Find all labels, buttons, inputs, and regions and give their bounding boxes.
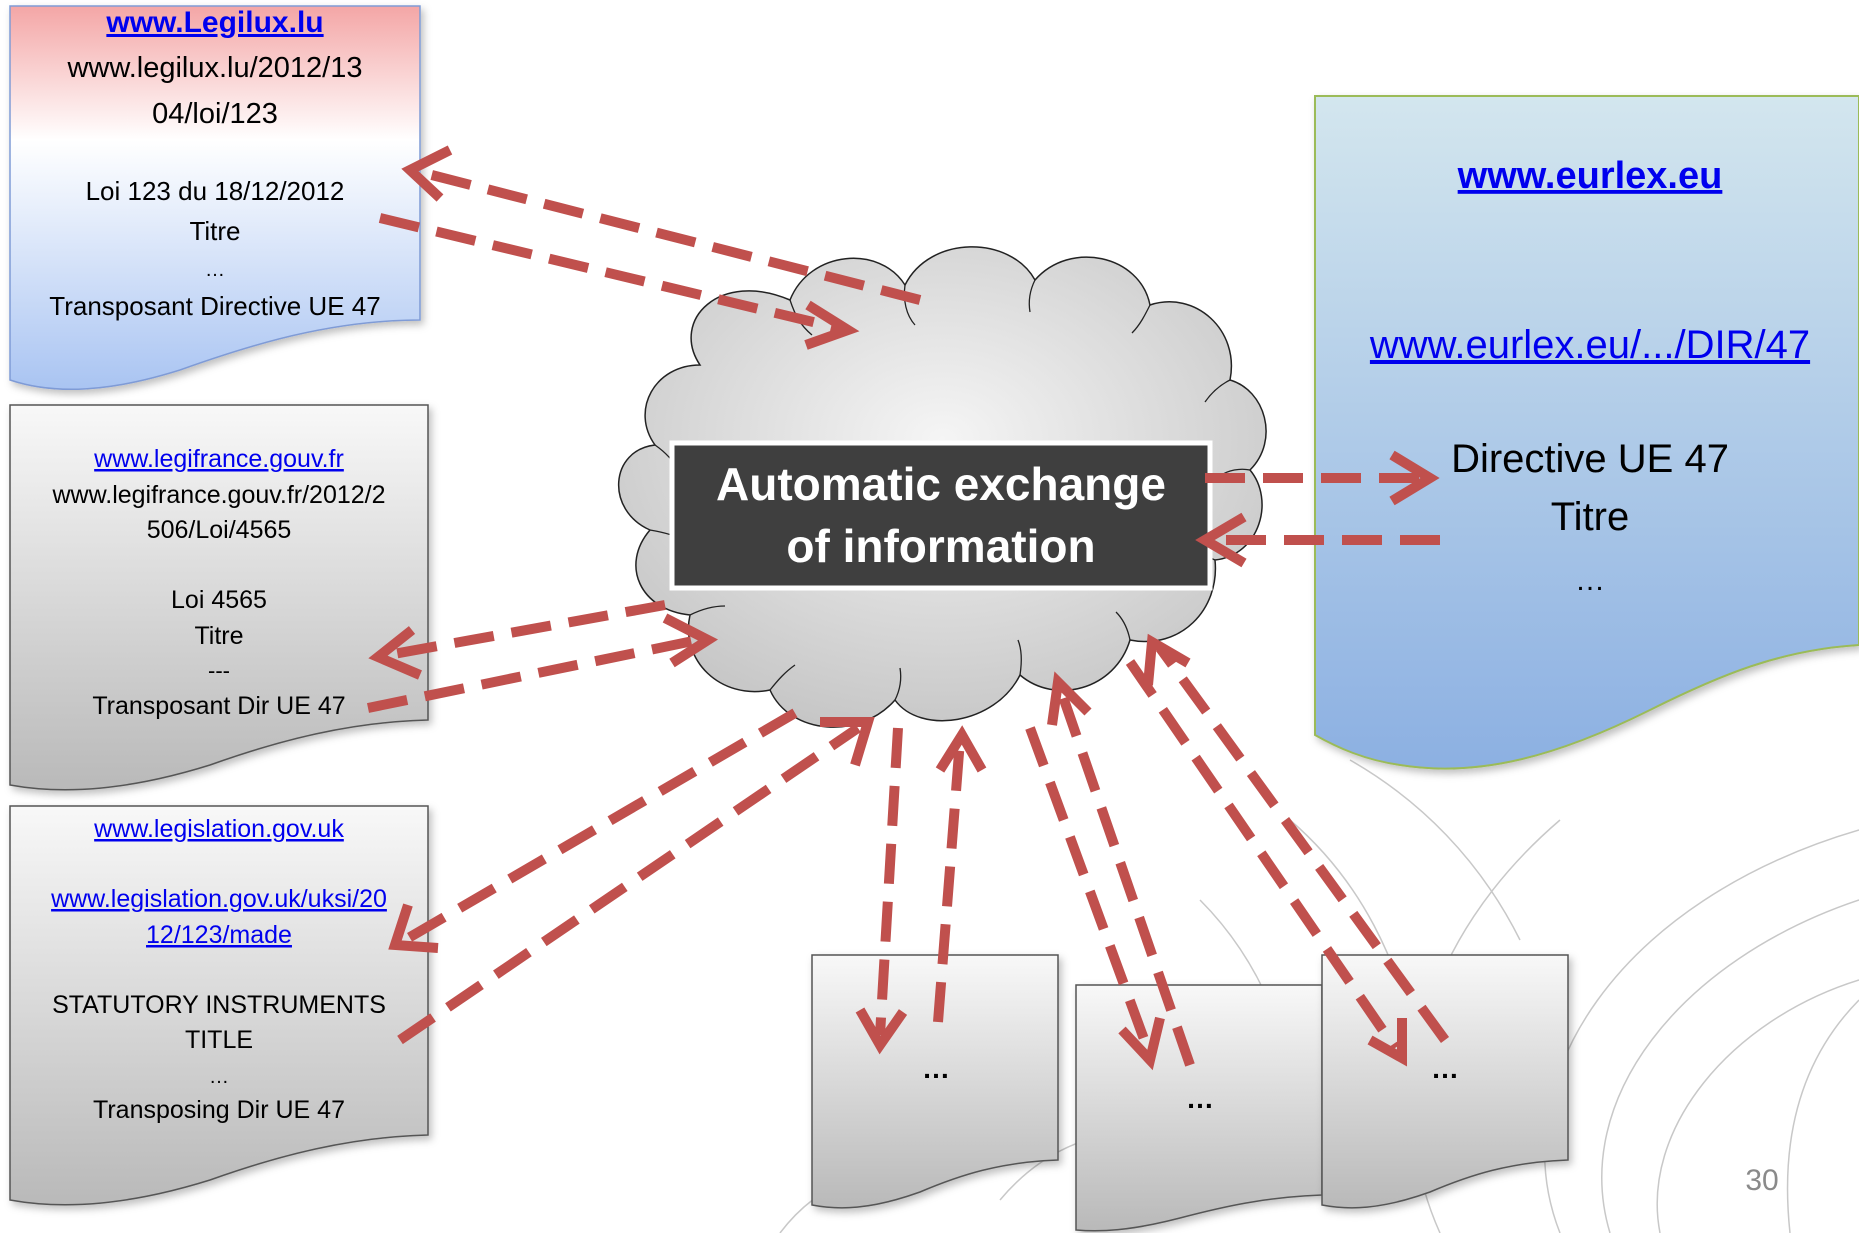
legislation-uk-ellipsis: …: [209, 1066, 229, 1088]
legifrance-url-line2: 506/Loi/4565: [147, 516, 292, 544]
legilux-transposing: Transposant Directive UE 47: [49, 291, 380, 321]
arrow-small-2-to-cloud: [1055, 686, 1195, 1067]
legilux-site-link[interactable]: www.Legilux.lu: [105, 6, 323, 39]
doc-small-3-label: …: [1431, 1053, 1459, 1084]
arrow-cloud-to-small-3-head: [1367, 1018, 1407, 1067]
doc-small-1: [811, 954, 1059, 1209]
doc-eurlex-shape: [1314, 95, 1859, 770]
arrow-cloud-to-legislation-uk: [402, 708, 798, 945]
legifrance-ellipsis: ---: [208, 658, 230, 683]
center-box: [669, 440, 1213, 591]
eurlex-directive-url[interactable]: www.eurlex.eu/.../DIR/47: [1369, 323, 1810, 367]
legilux-url-line2: 04/loi/123: [152, 98, 278, 130]
page-number: 30: [1745, 1164, 1778, 1197]
arrow-cloud-to-legifrance: [387, 600, 666, 660]
doc-legifrance-shape: [9, 404, 429, 791]
doc-legilux-shape: [9, 5, 421, 391]
arrow-cloud-to-legifrance-head: [368, 626, 422, 680]
legislation-uk-transposing: Transposing Dir UE 47: [93, 1096, 345, 1124]
legislation-uk-url-line1[interactable]: www.legislation.gov.uk/uksi/20: [50, 885, 387, 913]
arrow-small-2-to-cloud-head: [1047, 671, 1092, 726]
doc-legilux: [9, 5, 421, 391]
legifrance-url-line1: www.legifrance.gouv.fr/2012/2: [51, 481, 385, 509]
arrow-legilux-to-cloud: [378, 213, 840, 333]
doc-small-1-label: …: [922, 1053, 950, 1084]
doc-eurlex: [1314, 95, 1859, 770]
arrow-small-1-to-cloud: [933, 739, 965, 1023]
arrow-cloud-to-small-3: [1125, 659, 1400, 1051]
arrow-legislation-uk-to-cloud-head: [820, 717, 875, 767]
arrow-small-3-to-cloud-head: [1143, 633, 1191, 686]
doc-legislation-uk-shape: [9, 805, 429, 1206]
legilux-ellipsis: …: [205, 259, 225, 281]
legilux-law-title: Loi 123 du 18/12/2012: [86, 176, 345, 206]
legifrance-site-link[interactable]: www.legifrance.gouv.fr: [93, 445, 344, 473]
arrow-cloud-to-small-2-head: [1118, 1016, 1165, 1071]
doc-small-3-shape: [1321, 954, 1569, 1209]
arrow-cloud-to-legilux: [418, 167, 922, 305]
legislation-uk-law-subtitle: TITLE: [185, 1026, 253, 1054]
eurlex-site-link[interactable]: www.eurlex.eu: [1457, 155, 1723, 197]
arrow-cloud-to-small-1: [875, 727, 903, 1036]
eurlex-directive-title: Directive UE 47: [1451, 437, 1729, 481]
legislation-uk-url-line2[interactable]: 12/123/made: [146, 921, 292, 949]
doc-small-2-label: …: [1186, 1083, 1214, 1114]
doc-legifrance: [9, 404, 429, 791]
eurlex-ellipsis: …: [1575, 564, 1605, 597]
center-label-line1: Automatic exchange: [716, 458, 1166, 510]
doc-small-1-shape: [811, 954, 1059, 1209]
arrow-legislation-uk-to-cloud: [397, 723, 861, 1045]
arrows: [366, 145, 1450, 1071]
arrow-legifrance-to-cloud-head: [662, 613, 719, 668]
arrow-cloud-to-legilux-head: [401, 145, 453, 202]
center-label-line2: of information: [786, 520, 1095, 572]
legifrance-law-title: Loi 4565: [171, 586, 267, 614]
legifrance-law-subtitle: Titre: [194, 622, 243, 650]
arrow-small-1-to-cloud-head: [935, 725, 987, 773]
doc-legislation-uk: [9, 805, 429, 1206]
arrow-cloud-to-legislation-uk-head: [388, 903, 439, 953]
arrow-cloud-to-eurlex-head: [1389, 450, 1440, 506]
arrow-cloud-to-small-1-head: [855, 1007, 908, 1055]
arrow-small-3-to-cloud: [1155, 645, 1450, 1043]
legilux-law-subtitle: Titre: [189, 216, 240, 246]
eurlex-directive-subtitle: Titre: [1551, 495, 1630, 539]
doc-small-3: [1321, 954, 1569, 1209]
legifrance-transposing: Transposant Dir UE 47: [92, 692, 345, 720]
arrow-legilux-to-cloud-head: [804, 300, 860, 350]
arrow-eurlex-to-cloud-head: [1195, 512, 1247, 568]
legislation-uk-law-title: STATUTORY INSTRUMENTS: [52, 991, 386, 1019]
legislation-uk-site-link[interactable]: www.legislation.gov.uk: [93, 815, 344, 843]
legilux-url-line1: www.legilux.lu/2012/13: [66, 52, 362, 84]
